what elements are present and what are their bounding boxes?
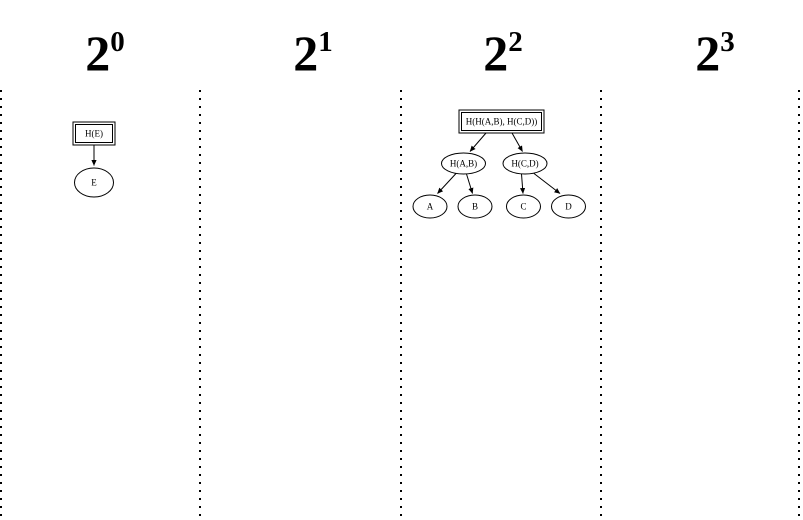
node-c-label: C <box>520 202 526 212</box>
column-separator-2 <box>400 90 402 520</box>
column-header-2pow1: 21 <box>293 25 333 81</box>
node-he-label: H(E) <box>85 129 103 139</box>
edge-root-to-hcd <box>511 132 523 152</box>
column-separator-3 <box>600 90 602 520</box>
tree-merkle: H(H(A,B), H(C,D)) H(A,B) H(C,D) A B C D <box>412 109 586 219</box>
header-exponent: 2 <box>508 26 523 58</box>
edge-hab-to-b <box>466 173 474 194</box>
edge-root-to-hab <box>469 132 487 152</box>
node-a-ellipse <box>412 194 448 219</box>
node-hcd-ellipse <box>502 152 548 175</box>
header-exponent: 0 <box>110 26 125 58</box>
node-d-ellipse <box>551 194 586 219</box>
column-header-2pow0: 20 <box>85 25 125 81</box>
node-c-ellipse <box>506 194 541 219</box>
column-separator-4 <box>798 90 800 520</box>
node-b-label: B <box>472 202 478 212</box>
node-he-box-inner <box>75 124 113 143</box>
header-base: 2 <box>293 25 319 81</box>
column-header-2pow2: 22 <box>483 25 523 81</box>
edge-hcd-to-d <box>533 173 561 194</box>
node-hab-ellipse <box>441 152 486 175</box>
header-base: 2 <box>695 25 721 81</box>
merkle-root-label: H(H(A,B), H(C,D)) <box>466 117 538 127</box>
node-b-ellipse <box>457 194 493 219</box>
header-base: 2 <box>85 25 111 81</box>
header-exponent: 1 <box>318 26 333 58</box>
node-e-ellipse <box>74 167 114 198</box>
node-hab-label: H(A,B) <box>450 159 477 169</box>
merkle-root-box-inner <box>461 112 542 131</box>
tree-single: H(E) E <box>72 121 116 198</box>
column-header-2pow3: 23 <box>695 25 735 81</box>
node-e-label: E <box>91 178 97 188</box>
column-separator-1 <box>199 90 201 520</box>
edge-hab-to-a <box>437 173 457 194</box>
node-hcd-label: H(C,D) <box>511 159 538 169</box>
edge-hcd-to-c <box>519 173 526 194</box>
column-separator-0 <box>0 90 2 520</box>
header-exponent: 3 <box>720 26 735 58</box>
header-base: 2 <box>483 25 509 81</box>
node-a-label: A <box>427 202 434 212</box>
node-d-label: D <box>565 202 572 212</box>
